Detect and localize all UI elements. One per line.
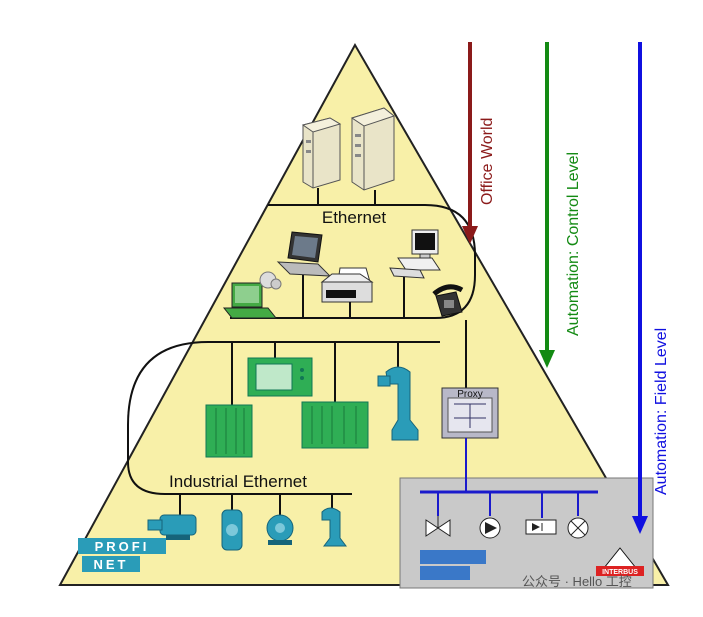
robot-arm-icon [377,366,419,441]
sensor-icon [525,519,557,535]
industrial-ethernet-label: Industrial Ethernet [169,472,307,491]
watermark: 公众号 · Hello 工控 [522,574,632,589]
office-world-arrow [462,42,478,244]
workstation-icon [222,271,282,319]
valve-icon [425,516,451,537]
svg-text:PROFI: PROFI [95,539,150,554]
desktop-pc-icon [389,229,441,279]
server-icon [301,117,342,189]
svg-text:NET: NET [94,557,129,572]
pump-icon [479,517,501,539]
plc-rack-icon [301,401,369,449]
profinet-logo: PROFI NET [78,538,166,572]
proxy-label: Proxy [457,389,483,400]
fieldbus-logo [420,550,486,580]
proxy-box: Proxy [441,387,499,439]
printer-icon [320,267,374,303]
server-icon [350,107,396,191]
office-world-label: Office World [479,118,496,205]
control-level-label: Automation: Control Level [565,152,582,336]
motor-icon [266,514,294,545]
robot-arm-icon [321,507,347,547]
ethernet-bus [230,204,476,319]
industrial-ethernet-bus [127,341,440,495]
field-level-label: Automation: Field Level [653,328,670,495]
control-level-arrow [539,42,555,368]
pump-icon [221,509,243,551]
plc-rack-icon [205,404,253,458]
hmi-panel-icon [247,357,313,397]
motor-icon [147,514,197,540]
field-level-arrow [632,42,648,534]
interbus-logo: INTERBUS [596,547,644,576]
telephone-icon [432,284,464,317]
svg-text:INTERBUS: INTERBUS [602,569,638,576]
ethernet-label: Ethernet [322,208,387,227]
sensor-icon [567,517,589,539]
